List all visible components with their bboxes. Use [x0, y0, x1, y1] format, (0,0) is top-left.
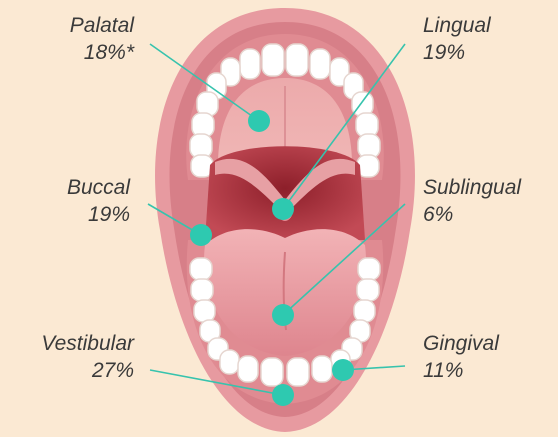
- label-gingival-name: Gingival: [423, 330, 499, 357]
- marker-gingival: [332, 359, 354, 381]
- label-lingual-value: 19%: [423, 39, 491, 66]
- label-vestibular: Vestibular 27%: [41, 330, 134, 384]
- label-sublingual-name: Sublingual: [423, 174, 521, 201]
- label-gingival: Gingival 11%: [423, 330, 499, 384]
- label-sublingual-value: 6%: [423, 201, 521, 228]
- label-vestibular-value: 27%: [41, 357, 134, 384]
- marker-vestibular: [272, 384, 294, 406]
- marker-lingual: [272, 198, 294, 220]
- marker-palatal: [248, 110, 270, 132]
- label-palatal-name: Palatal: [70, 12, 134, 39]
- label-palatal: Palatal 18%*: [70, 12, 134, 66]
- marker-buccal: [190, 224, 212, 246]
- label-buccal-name: Buccal: [67, 174, 130, 201]
- label-buccal-value: 19%: [67, 201, 130, 228]
- label-gingival-value: 11%: [423, 357, 499, 384]
- label-lingual: Lingual 19%: [423, 12, 491, 66]
- label-lingual-name: Lingual: [423, 12, 491, 39]
- label-vestibular-name: Vestibular: [41, 330, 134, 357]
- label-palatal-value: 18%*: [70, 39, 134, 66]
- marker-sublingual: [272, 304, 294, 326]
- label-sublingual: Sublingual 6%: [423, 174, 521, 228]
- label-buccal: Buccal 19%: [67, 174, 130, 228]
